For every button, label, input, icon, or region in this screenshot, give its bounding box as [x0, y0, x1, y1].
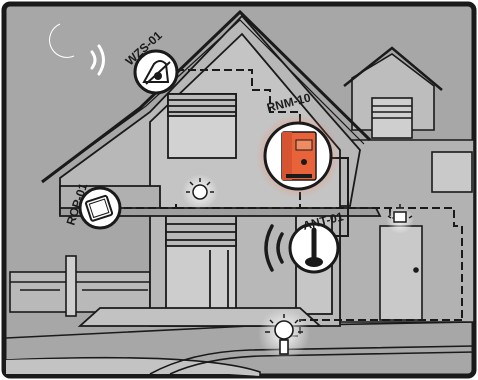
- rnm-module: [256, 114, 340, 198]
- ant-antenna: [290, 224, 338, 272]
- garden-lamp-icon: [258, 308, 310, 360]
- lamp-icon: [182, 174, 218, 210]
